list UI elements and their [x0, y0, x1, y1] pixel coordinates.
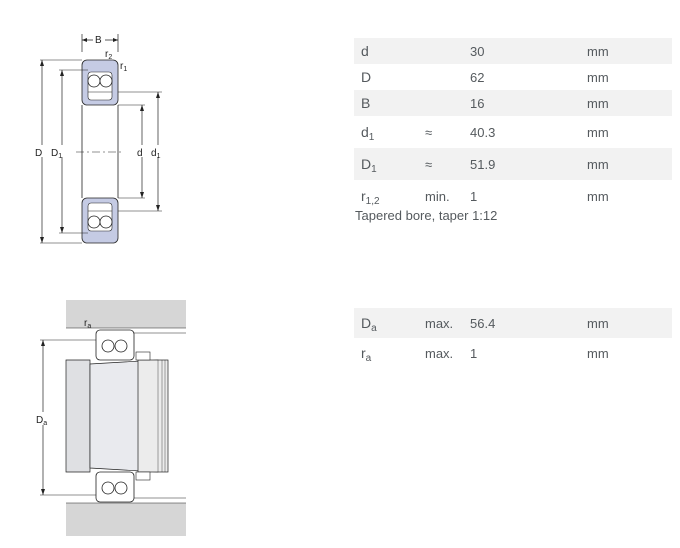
abutment-table: Da max. 56.4 mm ra max. 1 mm — [354, 308, 672, 368]
abut-symbol-sub: a — [365, 353, 372, 364]
dim-value: 16 — [470, 90, 587, 116]
dim-unit: mm — [587, 90, 672, 116]
abutment-drawing: ra Da — [28, 300, 193, 538]
abut-symbol-sub: a — [371, 323, 377, 334]
abut-symbol: r — [361, 345, 366, 361]
dim-qualifier — [425, 38, 470, 64]
dimensions-table: d 30 mm D 62 mm B 16 mm d1 ≈ 40.3 mm D1 … — [354, 38, 672, 212]
label-r1: r1 — [120, 61, 127, 73]
dim-symbol: D — [361, 156, 372, 172]
table-row: d 30 mm — [354, 38, 672, 64]
table-row: D 62 mm — [354, 64, 672, 90]
abut-unit: mm — [587, 345, 609, 361]
ball-top-right — [114, 339, 128, 353]
table-row: B 16 mm — [354, 90, 672, 116]
dim-unit: mm — [587, 124, 609, 140]
abut-symbol: D — [361, 315, 372, 331]
dim-qualifier: ≈ — [425, 148, 470, 180]
table-row: Da max. 56.4 mm — [354, 308, 672, 338]
abut-value: 1 — [470, 345, 478, 361]
abut-qualifier: max. — [425, 308, 470, 338]
ball-bottom-right — [99, 215, 113, 229]
dim-symbol: B — [361, 95, 371, 111]
abut-qualifier: max. — [425, 345, 454, 361]
dim-unit: mm — [587, 188, 609, 204]
dim-symbol-sub: 1 — [371, 164, 377, 175]
dim-value: 1 — [470, 188, 478, 204]
label-d1: d1 — [151, 148, 161, 160]
abut-unit: mm — [587, 308, 672, 338]
table-row: ra max. 1 mm — [354, 338, 672, 368]
table-row: D1 ≈ 51.9 mm — [354, 148, 672, 180]
label-ra: ra — [84, 318, 91, 330]
dim-value: 62 — [470, 69, 485, 85]
bearing-section-drawing: B r2 r1 D D1 d d1 — [30, 30, 180, 250]
label-r2: r2 — [105, 49, 112, 61]
dim-symbol: r — [361, 188, 366, 204]
dim-unit: mm — [587, 69, 609, 85]
dim-qualifier: min. — [425, 188, 450, 204]
dim-symbol-sub: 1 — [368, 132, 375, 143]
table-row: d1 ≈ 40.3 mm — [354, 116, 672, 148]
ball-top-left — [101, 339, 115, 353]
dim-qualifier: ≈ — [425, 124, 433, 140]
dim-qualifier — [425, 64, 470, 90]
ball-bottom-right — [114, 481, 128, 495]
dim-symbol: d — [361, 124, 369, 140]
bore-note: Tapered bore, taper 1:12 — [355, 208, 498, 223]
dim-unit: mm — [587, 38, 672, 64]
dim-qualifier — [425, 90, 470, 116]
label-B: B — [95, 35, 102, 46]
dim-symbol: D — [361, 69, 372, 85]
abut-value: 56.4 — [470, 308, 587, 338]
dim-symbol: d — [361, 43, 369, 59]
label-D1: D1 — [51, 148, 62, 160]
ball-bottom-left — [101, 481, 115, 495]
ball-top-left — [87, 74, 101, 88]
label-D: D — [35, 148, 42, 159]
dim-value: 51.9 — [470, 148, 587, 180]
label-d: d — [137, 148, 143, 159]
dim-value: 30 — [470, 38, 587, 64]
dim-unit: mm — [587, 148, 672, 180]
table-row: r1,2 min. 1 mm — [354, 180, 672, 212]
dim-symbol-sub: 1,2 — [365, 196, 380, 207]
ball-top-right — [99, 74, 113, 88]
dim-value: 40.3 — [470, 124, 496, 140]
label-Da: Da — [36, 415, 47, 427]
ball-bottom-left — [87, 215, 101, 229]
